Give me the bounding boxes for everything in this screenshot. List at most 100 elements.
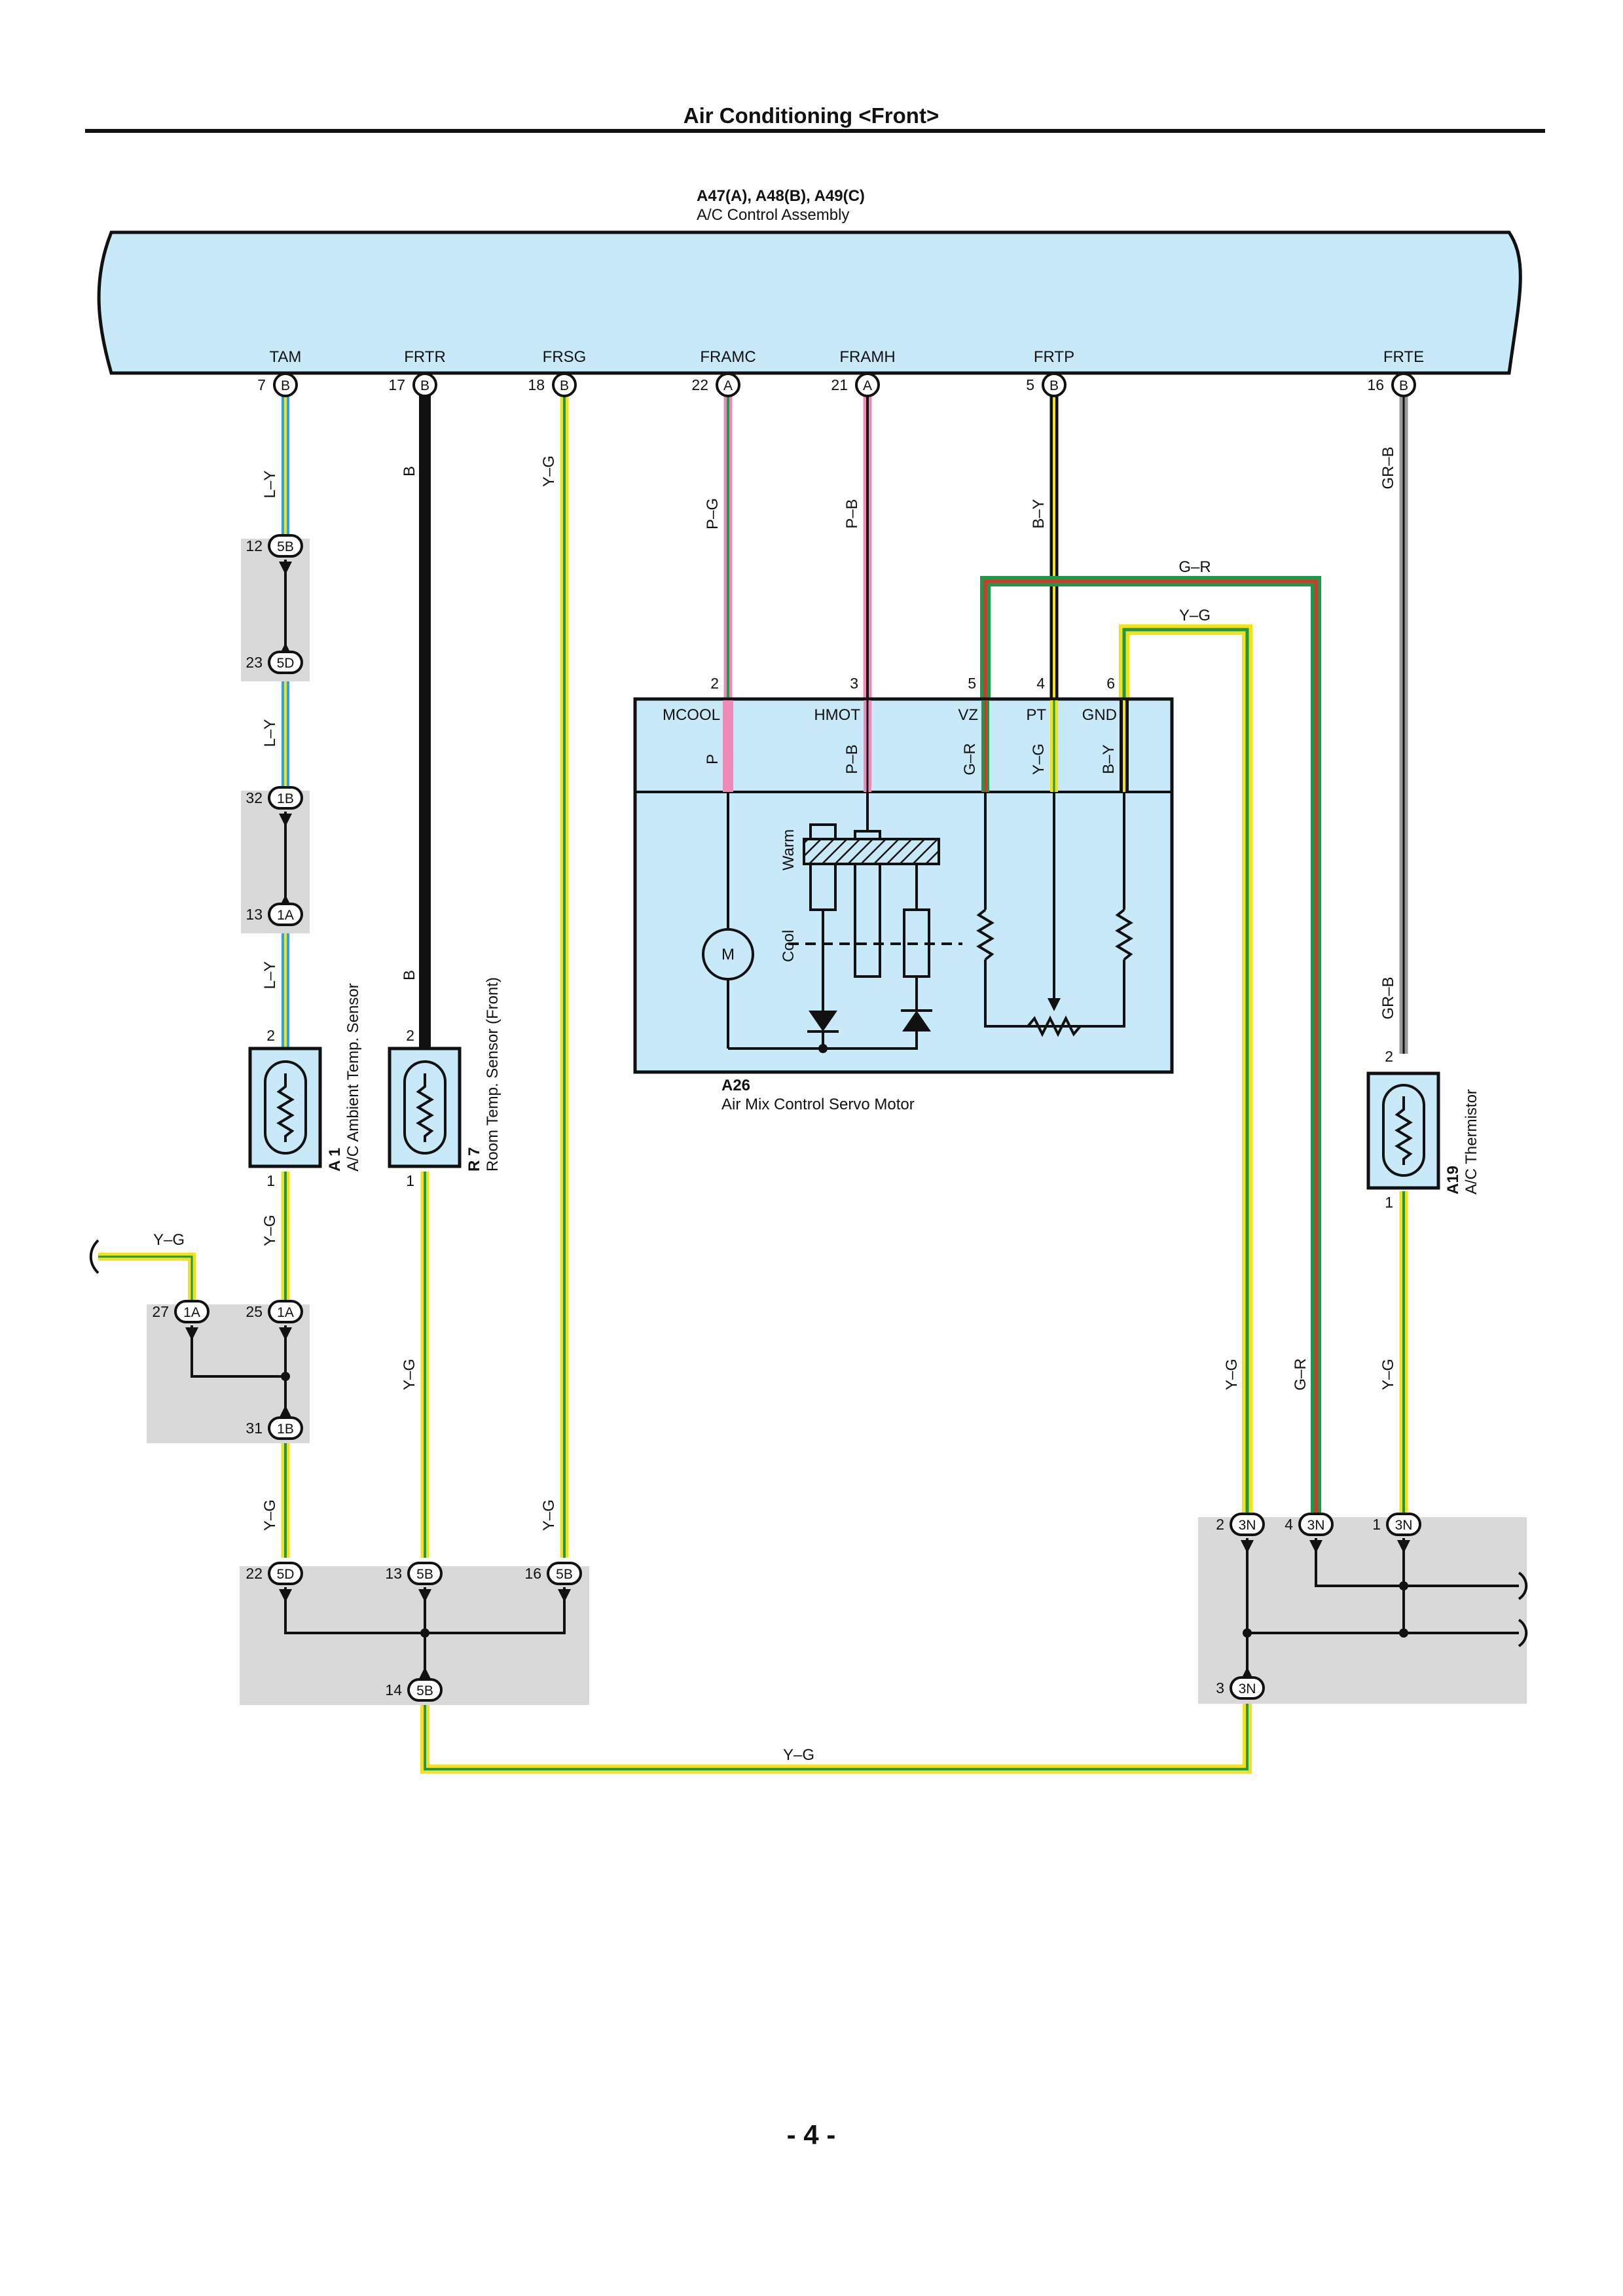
jbadge-6: 1B xyxy=(268,1416,303,1440)
jpin-12: 4 xyxy=(1285,1516,1293,1533)
thermistor-pin-top: 2 xyxy=(1385,1048,1393,1065)
servo-term-pt: PT xyxy=(1026,706,1046,724)
jbadge-0: 5B xyxy=(268,534,303,558)
jbadge-2-text: 1B xyxy=(277,791,294,806)
ambient-pin-bottom: 1 xyxy=(266,1172,275,1189)
wire-label-left-stub: Y–G xyxy=(153,1231,185,1249)
servo-term-vz: VZ xyxy=(958,706,978,724)
badge-framh-text: A xyxy=(863,378,872,393)
jbadge-9-text: 5B xyxy=(556,1567,573,1582)
pin-frtp: 5 xyxy=(1026,376,1034,393)
servo-wire-p: P xyxy=(704,754,721,764)
jpin-5: 25 xyxy=(246,1303,263,1320)
wire-label-tam-3: L–Y xyxy=(261,961,279,990)
pin-frsg: 18 xyxy=(528,376,545,393)
wire-label-frsg-2: Y–G xyxy=(540,1499,558,1531)
jbadge-13-text: 3N xyxy=(1395,1518,1413,1533)
wire-label-bottom-loop: Y–G xyxy=(783,1746,814,1764)
wire-label-framc: P–G xyxy=(704,498,721,529)
wire-label-frtr-2: B xyxy=(401,970,418,980)
sensor-ambient: 2 1 A 1 A/C Ambient Temp. Sensor xyxy=(248,983,362,1189)
servo-warm: Warm xyxy=(780,829,797,870)
wire-label-frtp: B–Y xyxy=(1030,499,1048,528)
junction-3n xyxy=(1198,1517,1527,1704)
servo-motor-assembly: 2 3 5 4 6 MCOOL HMOT VZ PT GND P P–B xyxy=(633,675,1174,1074)
jpin-1: 23 xyxy=(246,654,263,671)
servo-term-gnd: GND xyxy=(1082,706,1117,724)
badge-tam-text: B xyxy=(281,378,290,393)
wire-label-frte-1: GR–B xyxy=(1379,446,1397,489)
badge-framc-text: A xyxy=(723,378,733,393)
servo-cool: Cool xyxy=(780,930,797,962)
motor-label: M xyxy=(721,946,735,963)
terminal-framh: FRAMH xyxy=(839,348,895,366)
servo-wire-pb: P–B xyxy=(843,744,861,774)
jpin-0: 12 xyxy=(246,537,263,554)
jbadge-13: 3N xyxy=(1386,1513,1421,1536)
jbadge-14: 3N xyxy=(1230,1676,1265,1700)
page-title: Air Conditioning <Front> xyxy=(684,103,939,128)
jpin-10: 14 xyxy=(385,1681,402,1698)
wire-label-gr-bus: G–R xyxy=(1178,558,1211,576)
sensor-room: 2 1 R 7 Room Temp. Sensor (Front) xyxy=(388,977,501,1189)
terminal-tam: TAM xyxy=(270,348,302,366)
jbadge-11-text: 3N xyxy=(1239,1518,1256,1533)
servo-hatch xyxy=(803,838,940,865)
room-pin-top: 2 xyxy=(406,1027,414,1044)
wire-bottom-loop xyxy=(420,1689,1252,1774)
jbadge-14-text: 3N xyxy=(1239,1681,1256,1696)
jpin-11: 2 xyxy=(1216,1516,1224,1533)
badge-framc: A xyxy=(716,372,740,397)
servo-pin-1: 3 xyxy=(850,675,858,692)
wire-label-frsg-1: Y–G xyxy=(540,456,558,487)
badge-frte-text: B xyxy=(1399,378,1408,393)
ambient-code: A 1 xyxy=(326,1148,344,1172)
jbadge-10: 5B xyxy=(407,1678,443,1702)
terminal-frtp: FRTP xyxy=(1034,348,1074,366)
jpin-2: 32 xyxy=(246,789,263,806)
jbadge-3: 1A xyxy=(268,903,303,926)
jpin-4: 27 xyxy=(152,1303,169,1320)
jbadge-4: 1A xyxy=(174,1300,210,1323)
jbadge-1: 5D xyxy=(268,651,303,674)
junction-pins: 12 5B 23 5D 32 1B 13 1A 27 1A 25 1A 31 1… xyxy=(152,534,1421,1702)
badge-frte: B xyxy=(1391,372,1416,397)
room-code: R 7 xyxy=(465,1147,483,1172)
control-terminals: TAM FRTR FRSG FRAMC FRAMH FRTP FRTE xyxy=(270,348,1425,366)
thermistor-name: A/C Thermistor xyxy=(1463,1089,1480,1194)
jbadge-6-text: 1B xyxy=(277,1422,294,1437)
wire-label-ambient-out: Y–G xyxy=(261,1215,279,1246)
control-pins: 7 B 17 B 18 B 22 A 21 A 5 B 16 B xyxy=(257,372,1416,397)
thermistor-code: A19 xyxy=(1444,1166,1462,1194)
jbadge-7: 5D xyxy=(268,1562,303,1585)
jpin-9: 16 xyxy=(524,1565,541,1582)
badge-frtr-text: B xyxy=(420,378,429,393)
wire-label-room-out: Y–G xyxy=(401,1359,418,1390)
servo-pin-4: 6 xyxy=(1106,675,1115,692)
wire-label-framh: P–B xyxy=(843,499,861,528)
servo-code: A26 xyxy=(721,1077,750,1094)
badge-tam: B xyxy=(273,372,298,397)
control-assembly-name: A/C Control Assembly xyxy=(697,206,849,224)
servo-term-mcool: MCOOL xyxy=(663,706,720,724)
sensor-thermistor: 2 1 A19 A/C Thermistor xyxy=(1366,1048,1480,1211)
jbadge-12: 3N xyxy=(1298,1513,1334,1536)
wire-label-yg-bus: Y–G xyxy=(1179,607,1211,624)
jbadge-1-text: 5D xyxy=(277,656,295,671)
servo-pin-2: 5 xyxy=(968,675,976,692)
servo-pin-0: 2 xyxy=(710,675,719,692)
control-assembly-box xyxy=(97,230,1522,375)
pin-framc: 22 xyxy=(691,376,708,393)
ambient-pin-top: 2 xyxy=(266,1027,275,1044)
badge-frtr: B xyxy=(412,372,437,397)
jbadge-8-text: 5B xyxy=(416,1567,433,1582)
badge-frsg-text: B xyxy=(560,378,569,393)
pin-frtr: 17 xyxy=(388,376,405,393)
terminal-frte: FRTE xyxy=(1383,348,1424,366)
jbadge-2: 1B xyxy=(268,786,303,810)
servo-wire-gr: G–R xyxy=(961,743,979,775)
wire-label-tam-1: L–Y xyxy=(261,471,279,499)
room-name: Room Temp. Sensor (Front) xyxy=(484,977,501,1172)
terminal-framc: FRAMC xyxy=(700,348,756,366)
